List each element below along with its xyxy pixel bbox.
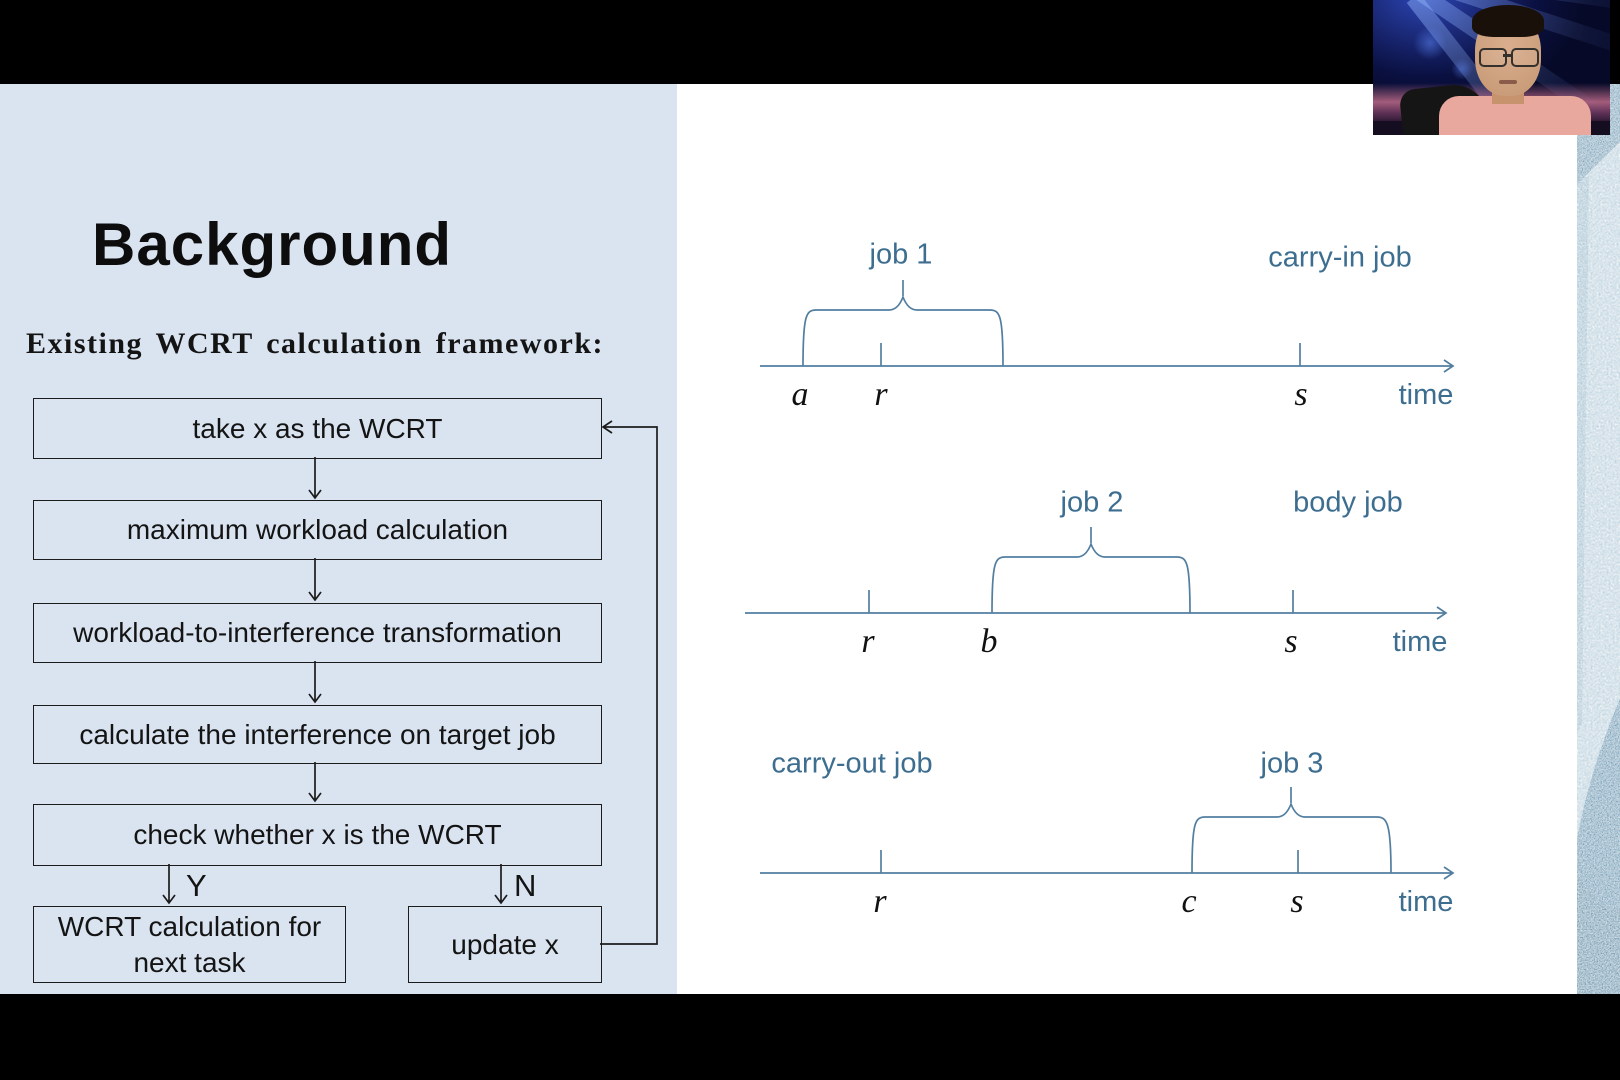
timeline2-brace [991,541,1191,614]
flow-arrow [308,661,322,704]
flow-box-max-workload: maximum workload calculation [33,500,602,560]
branch-yes-label: Y [186,868,207,903]
webcam-video [1373,0,1610,135]
slide-left-panel: Background Existing WCRT calculation fra… [0,84,677,994]
slide-edge-texture [1577,84,1620,994]
timeline3-role-label: carry-out job [771,747,933,780]
glasses-left-lens [1479,48,1507,67]
timeline3-marker-s: s [1290,883,1304,920]
presenter-hair [1472,5,1544,37]
bokeh-light [1413,26,1447,60]
timeline1-marker-r: r [874,376,888,413]
flow-arrow [308,558,322,602]
branch-no-label: N [514,868,537,903]
presentation-slide: Background Existing WCRT calculation fra… [0,84,1620,994]
timeline3-job-label: job 3 [1260,747,1324,780]
flow-arrow-yes [162,864,176,905]
timeline3-brace [1191,801,1392,874]
timeline3-marker-r: r [873,883,887,920]
glasses-bridge [1503,54,1513,57]
flow-box-next-task: WCRT calculation for next task [33,906,346,983]
timeline2-role-label: body job [1293,486,1403,519]
timeline3-time-label: time [1398,886,1454,918]
timeline1-marker-a: a [791,376,809,413]
timeline2-marker-b: b [980,623,998,660]
timeline2-marker-s: s [1284,623,1298,660]
flow-box-check-wcrt: check whether x is the WCRT [33,804,602,866]
timeline3-axis [760,866,1455,880]
flow-arrow [308,457,322,500]
flow-arrow [308,762,322,803]
flow-box-interference: calculate the interference on target job [33,705,602,764]
timeline2-time-label: time [1392,626,1448,658]
timeline1-job-label: job 1 [869,238,933,271]
timeline1-role-label: carry-in job [1268,241,1412,274]
flow-box-take-x: take x as the WCRT [33,398,602,459]
timeline3-marker-c: c [1181,883,1197,920]
slide-title: Background [92,211,453,278]
timeline2-marker-r: r [861,623,875,660]
flow-box-update-x: update x [408,906,602,983]
flow-box-transformation: workload-to-interference transformation [33,603,602,663]
bokeh-light [1451,58,1473,80]
timeline1-time-label: time [1398,379,1454,411]
slide-subtitle: Existing WCRT calculation framework: [26,327,604,360]
timeline1-axis [760,359,1455,373]
flow-arrow-no [494,864,508,905]
timeline1-brace [802,294,1004,367]
presenter-mouth [1499,80,1517,84]
glasses-right-lens [1511,48,1539,67]
timeline2-job-label: job 2 [1060,486,1124,519]
timeline2-axis [745,606,1448,620]
timeline1-marker-s: s [1294,376,1308,413]
flow-loop-back [600,420,658,945]
